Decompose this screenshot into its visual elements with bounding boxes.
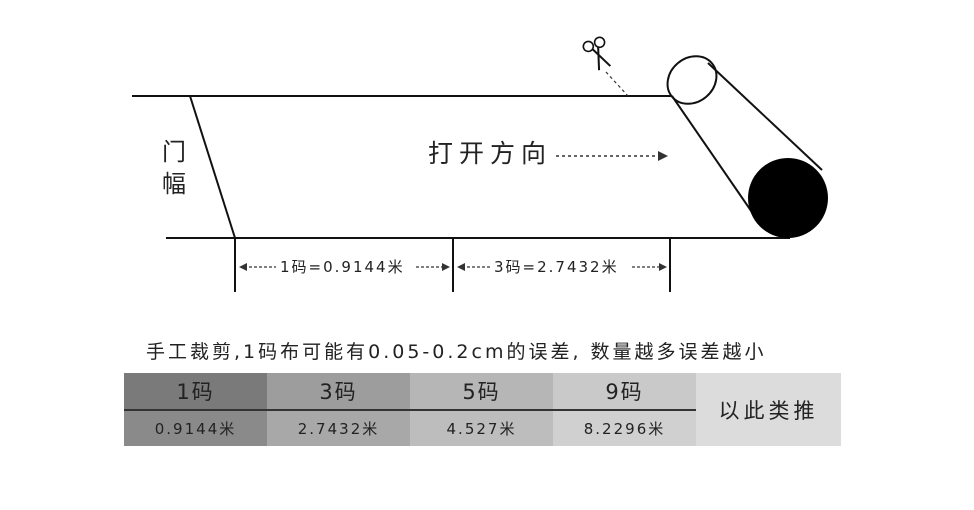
- col-4-value: 8.2296米: [553, 411, 696, 446]
- dim1-label: 1码=0.9144米: [280, 258, 405, 276]
- direction-arrowhead: [658, 151, 668, 161]
- col-1-unit: 1码: [124, 373, 267, 409]
- tolerance-note: 手工裁剪,1码布可能有0.05-0.2cm的误差, 数量越多误差越小: [146, 337, 767, 364]
- scissors-icon: [582, 36, 613, 73]
- col-4-unit: 9码: [553, 373, 696, 409]
- dim2-arrow-right: [659, 263, 667, 271]
- col-3-unit: 5码: [410, 373, 553, 409]
- direction-label: 打开方向: [428, 139, 552, 168]
- fabric-cut-edge: [190, 96, 235, 238]
- col-1-value: 0.9144米: [124, 411, 267, 446]
- conversion-table: 1码 0.9144米 3码 2.7432米 5码 4.527米 9码 8.229…: [124, 373, 841, 446]
- col-3-value: 4.527米: [410, 411, 553, 446]
- width-label-2: 幅: [162, 170, 186, 198]
- col-2-unit: 3码: [267, 373, 410, 409]
- dim1-arrow-left: [239, 263, 247, 271]
- fabric-roll-diagram: 门 幅 打开方向 1码=0.9144米 3码=2.7432米: [0, 0, 974, 310]
- table-divider: [124, 409, 696, 411]
- more-cell: 以此类推: [696, 373, 841, 446]
- cut-line: [606, 72, 628, 96]
- dim1-arrow-right: [442, 263, 450, 271]
- dim2-label: 3码=2.7432米: [494, 258, 619, 276]
- roll-end: [748, 158, 828, 238]
- col-2-value: 2.7432米: [267, 411, 410, 446]
- dim2-arrow-left: [457, 263, 465, 271]
- width-label-1: 门: [162, 138, 186, 166]
- fabric-roll: [658, 46, 828, 238]
